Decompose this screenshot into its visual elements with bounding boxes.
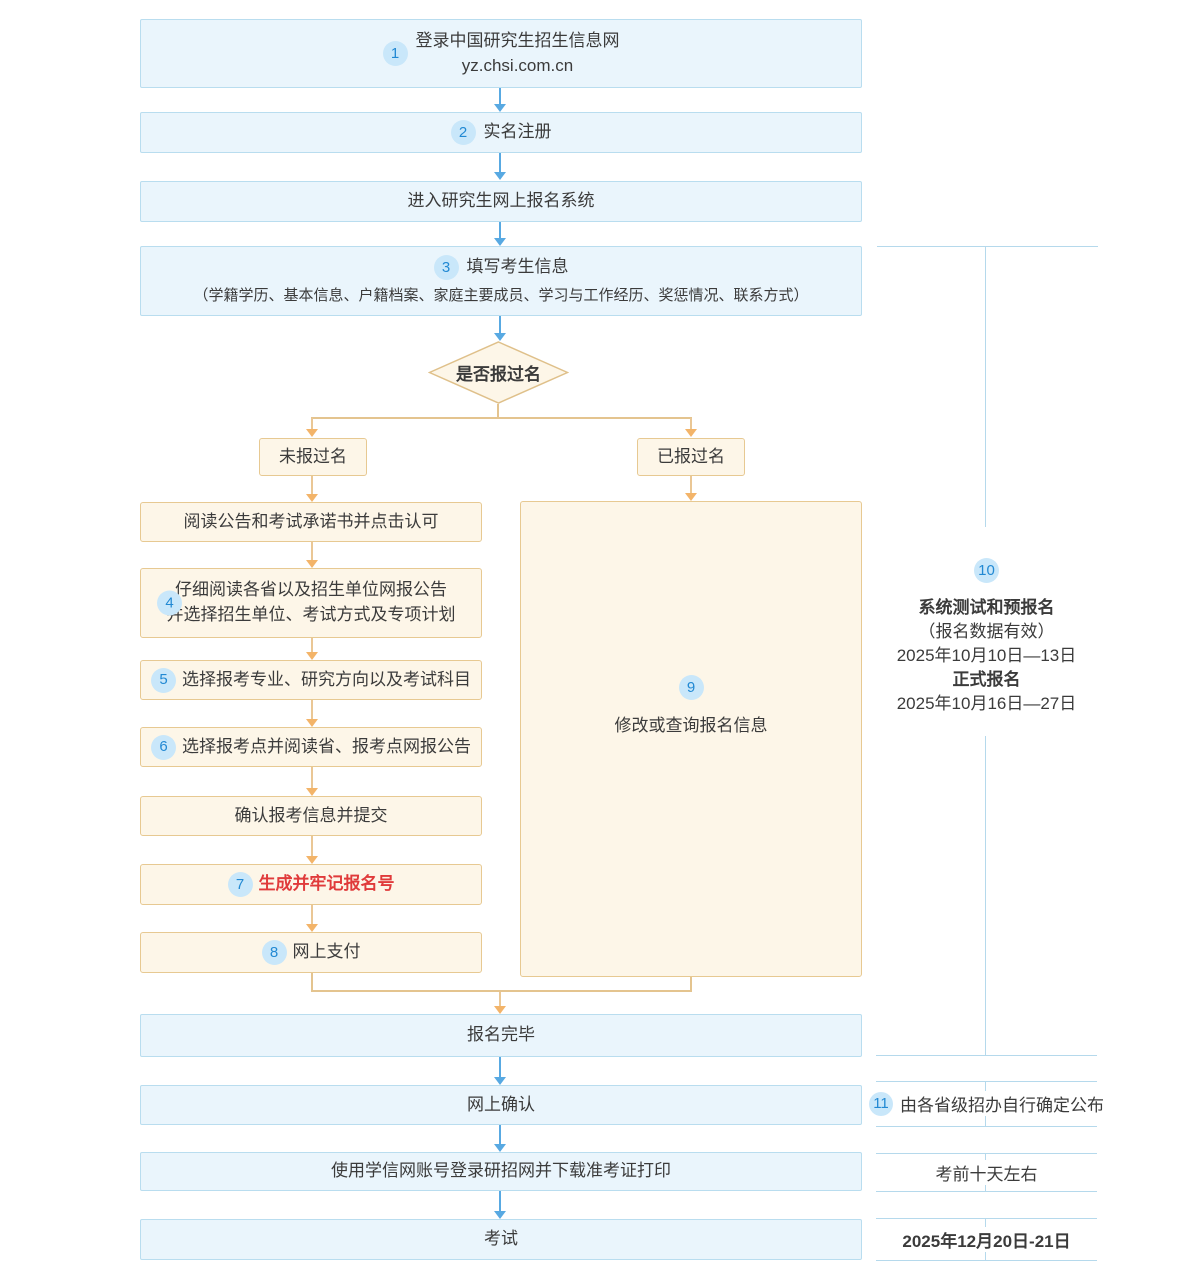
step-register-box: 2 实名注册 <box>140 112 862 153</box>
connector-line <box>311 973 313 992</box>
timeline-separator <box>876 1126 1097 1127</box>
exam-label: 考试 <box>484 1229 518 1249</box>
step-choose-major-box: 5 选择报考专业、研究方向以及考试科目 <box>140 660 482 700</box>
ticket-schedule-row: 考前十天左右 <box>876 1153 1097 1191</box>
step-confirm-submit-label: 确认报考信息并提交 <box>234 805 388 825</box>
step-number-badge: 6 <box>151 734 176 760</box>
step-enter-system-label: 进入研究生网上报名系统 <box>407 191 595 211</box>
step-generate-number-box: 7 生成并牢记报名号 <box>140 864 482 905</box>
step-choose-site-box: 6 选择报考点并阅读省、报考点网报公告 <box>140 727 482 767</box>
down-arrow-icon <box>494 222 506 246</box>
timeline-separator <box>876 1055 1097 1056</box>
branch-not-registered-box: 未报过名 <box>259 438 367 476</box>
step-login-url: yz.chsi.com.cn <box>461 55 574 75</box>
step-number-badge: 11 <box>869 1091 893 1116</box>
step-read-announcements-line1: 仔细阅读各省以及招生单位网报公告 <box>175 580 447 600</box>
down-arrow-icon <box>685 418 697 437</box>
step-fill-info-title: 填写考生信息 <box>466 257 569 277</box>
step-number-badge: 9 <box>678 675 704 701</box>
step-generate-number-label: 生成并牢记报名号 <box>258 874 395 894</box>
connector-line <box>311 417 692 419</box>
step-number-badge: 10 <box>974 558 999 583</box>
step-read-announcements-box: 4 仔细阅读各省以及招生单位网报公告 并选择招生单位、考试方式及专项计划 <box>140 568 482 638</box>
step-choose-major-label: 选择报考专业、研究方向以及考试科目 <box>182 669 471 689</box>
down-arrow-icon <box>494 992 506 1014</box>
confirm-schedule-label: 由各省级招办自行确定公布 <box>900 1096 1104 1115</box>
modify-query-label: 修改或查询报名信息 <box>614 716 768 736</box>
step-number-badge: 8 <box>261 940 287 965</box>
down-arrow-icon <box>494 1191 506 1219</box>
down-arrow-icon <box>306 476 318 502</box>
down-arrow-icon <box>306 905 318 932</box>
step-enter-system-box: 进入研究生网上报名系统 <box>140 181 862 222</box>
down-arrow-icon <box>306 418 318 437</box>
down-arrow-icon <box>306 638 318 660</box>
schedule-block: 10 系统测试和预报名 （报名数据有效） 2025年10月10日—13日 正式报… <box>866 558 1107 716</box>
online-confirmation-label: 网上确认 <box>467 1094 535 1114</box>
timeline-separator <box>876 1191 1097 1192</box>
timeline-vertical-line <box>985 736 986 1055</box>
decision-registered-diamond: 是否报过名 <box>428 341 569 404</box>
down-arrow-icon <box>494 1125 506 1152</box>
download-ticket-box: 使用学信网账号登录研招网并下载准考证打印 <box>140 1152 862 1191</box>
down-arrow-icon <box>494 153 506 180</box>
step-register-label: 实名注册 <box>483 122 552 142</box>
connector-line <box>311 990 692 992</box>
diamond-shape <box>428 341 569 404</box>
online-confirmation-box: 网上确认 <box>140 1085 862 1125</box>
timeline-separator <box>876 1081 1097 1082</box>
step-online-payment-label: 网上支付 <box>292 942 361 962</box>
step-number-badge: 7 <box>227 872 253 897</box>
pre-registration-title: 系统测试和预报名 <box>918 598 1055 617</box>
down-arrow-icon <box>306 542 318 568</box>
branch-registered-box: 已报过名 <box>637 438 745 476</box>
formal-registration-title: 正式报名 <box>952 670 1021 689</box>
timeline-separator <box>876 1218 1097 1219</box>
step-fill-info-box: 3 填写考生信息 （学籍学历、基本信息、户籍档案、家庭主要成员、学习与工作经历、… <box>140 246 862 316</box>
timeline-separator <box>876 1153 1097 1154</box>
confirm-schedule-row: 11 由各省级招办自行确定公布 <box>862 1081 1111 1126</box>
exam-schedule-row: 2025年12月20日-21日 <box>876 1218 1097 1260</box>
decision-label: 是否报过名 <box>456 365 541 384</box>
step-login-title: 登录中国研究生招生信息网 <box>415 30 620 50</box>
exam-box: 考试 <box>140 1219 862 1260</box>
step-choose-site-label: 选择报考点并阅读省、报考点网报公告 <box>182 736 471 756</box>
branch-not-registered-label: 未报过名 <box>279 446 347 466</box>
branch-registered-label: 已报过名 <box>657 446 725 466</box>
step-login-box: 1 登录中国研究生招生信息网 yz.chsi.com.cn <box>140 19 862 88</box>
down-arrow-icon <box>306 767 318 796</box>
timeline-vertical-line <box>985 246 986 527</box>
timeline-separator <box>876 1260 1097 1261</box>
pre-registration-note: （报名数据有效） <box>918 622 1055 641</box>
formal-registration-date: 2025年10月16日—27日 <box>896 694 1077 713</box>
step-number-badge: 5 <box>151 667 176 693</box>
down-arrow-icon <box>306 700 318 727</box>
registration-complete-label: 报名完毕 <box>467 1025 535 1045</box>
modify-query-box: 9 修改或查询报名信息 <box>520 501 862 977</box>
exam-schedule-label: 2025年12月20日-21日 <box>895 1226 1078 1252</box>
step-fill-info-detail: （学籍学历、基本信息、户籍档案、家庭主要成员、学习与工作经历、奖惩情况、联系方式… <box>193 287 809 305</box>
step-number-badge: 2 <box>450 120 476 145</box>
step-read-notice-label: 阅读公告和考试承诺书并点击认可 <box>183 511 439 531</box>
step-number-badge: 4 <box>157 590 182 616</box>
ticket-schedule-label: 考前十天左右 <box>928 1159 1045 1185</box>
down-arrow-icon <box>494 1057 506 1085</box>
down-arrow-icon <box>685 476 697 501</box>
down-arrow-icon <box>494 316 506 341</box>
registration-complete-box: 报名完毕 <box>140 1014 862 1057</box>
pre-registration-date: 2025年10月10日—13日 <box>896 646 1077 665</box>
step-number-badge: 1 <box>382 41 408 66</box>
step-read-announcements-line2: 并选择招生单位、考试方式及专项计划 <box>166 605 456 624</box>
connector-line <box>690 977 692 992</box>
step-number-badge: 3 <box>433 255 459 281</box>
down-arrow-icon <box>494 88 506 112</box>
download-ticket-label: 使用学信网账号登录研招网并下载准考证打印 <box>331 1161 671 1181</box>
step-confirm-submit-box: 确认报考信息并提交 <box>140 796 482 836</box>
connector-line <box>497 404 499 418</box>
step-online-payment-box: 8 网上支付 <box>140 932 482 973</box>
step-read-notice-box: 阅读公告和考试承诺书并点击认可 <box>140 502 482 542</box>
timeline-top-line <box>877 246 1098 247</box>
down-arrow-icon <box>306 836 318 864</box>
